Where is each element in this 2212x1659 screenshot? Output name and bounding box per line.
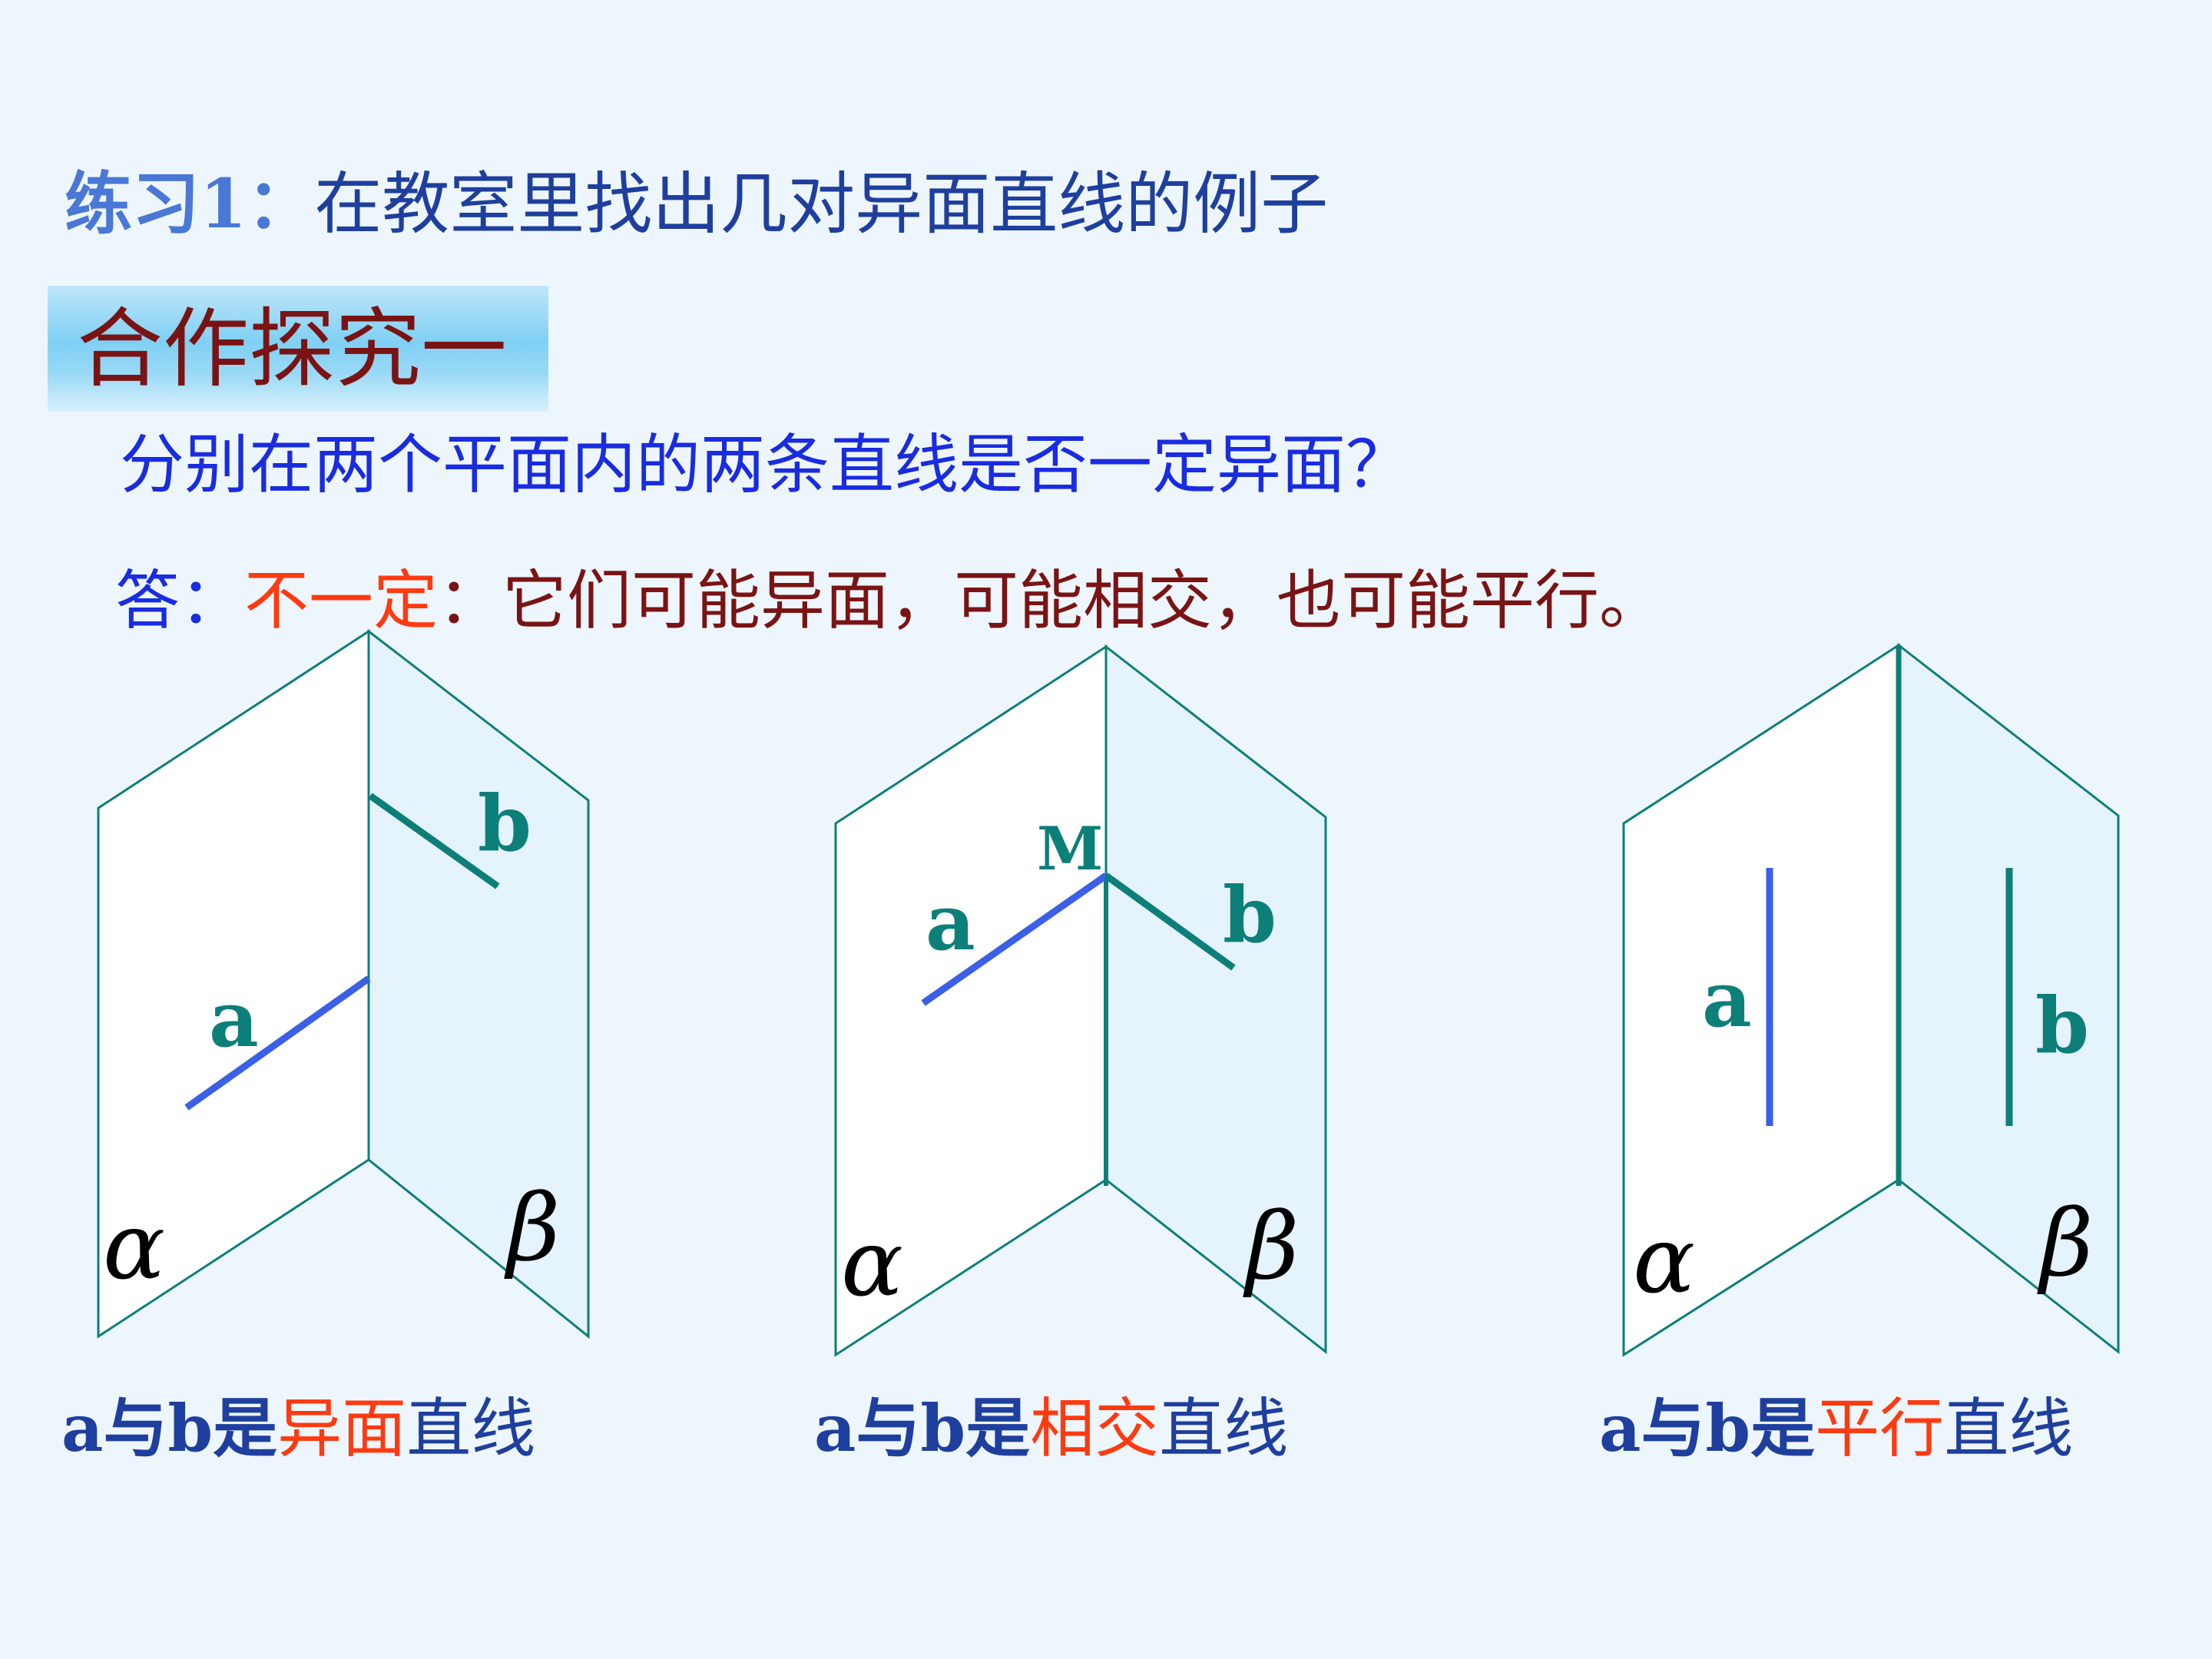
plane-alpha-1 [97,629,370,1339]
caption-skew: a与b是异面直线 [61,1382,535,1475]
label-a-3: a [1702,954,1752,1045]
label-b-3: b [2035,980,2089,1071]
section-title: 合作探究一 [77,300,507,399]
figure-parallel: a b α β [1622,642,2120,1357]
exercise-text: 在教室里找出几对异面直线的例子 [314,164,1329,243]
exercise-label: 练习1： [65,164,315,243]
line-b-2 [1104,873,1236,971]
caption-suffix-1: 直线 [406,1391,536,1466]
figure-skew: a b α β [97,628,590,1339]
caption-keyword-2: 相交 [1030,1391,1160,1466]
label-alpha-2: α [841,1210,903,1317]
question-text: 分别在两个平面内的两条直线是否一定异面？ [120,427,1411,502]
caption-parallel: a与b是平行直线 [1599,1382,2073,1475]
line-b-1 [368,793,500,889]
label-a-2: a [926,877,975,968]
line-a-1 [184,975,371,1111]
caption-suffix-3: 直线 [1944,1391,2074,1466]
line-a-2 [921,873,1108,1006]
figure-intersect: M a b α β [834,644,1327,1357]
answer-body: ：它们可能异面，可能相交，也可能平行。 [438,563,1664,638]
answer-text: 答：不一定：它们可能异面，可能相交，也可能平行。 [115,555,1664,647]
label-point-m: M [1037,814,1103,884]
caption-prefix-2: a与b是 [814,1390,1031,1466]
label-b-2: b [1223,869,1277,960]
answer-label: 答： [115,563,245,638]
caption-keyword-1: 异面 [277,1391,407,1466]
exercise-prompt: 练习1：在教室里找出几对异面直线的例子 [65,157,1328,250]
caption-intersect: a与b是相交直线 [814,1382,1288,1475]
caption-prefix-1: a与b是 [61,1390,278,1466]
label-b-1: b [478,778,531,869]
caption-keyword-3: 平行 [1815,1391,1945,1466]
caption-prefix-3: a与b是 [1599,1390,1816,1466]
label-beta-1: β [504,1175,560,1282]
label-beta-3: β [2037,1190,2093,1297]
section-title-banner [48,286,548,412]
label-beta-2: β [1243,1194,1299,1300]
caption-suffix-2: 直线 [1159,1391,1289,1466]
label-alpha-3: α [1633,1207,1695,1314]
answer-key: 不一定 [244,563,439,638]
label-a-1: a [209,974,259,1065]
label-alpha-1: α [103,1194,165,1300]
